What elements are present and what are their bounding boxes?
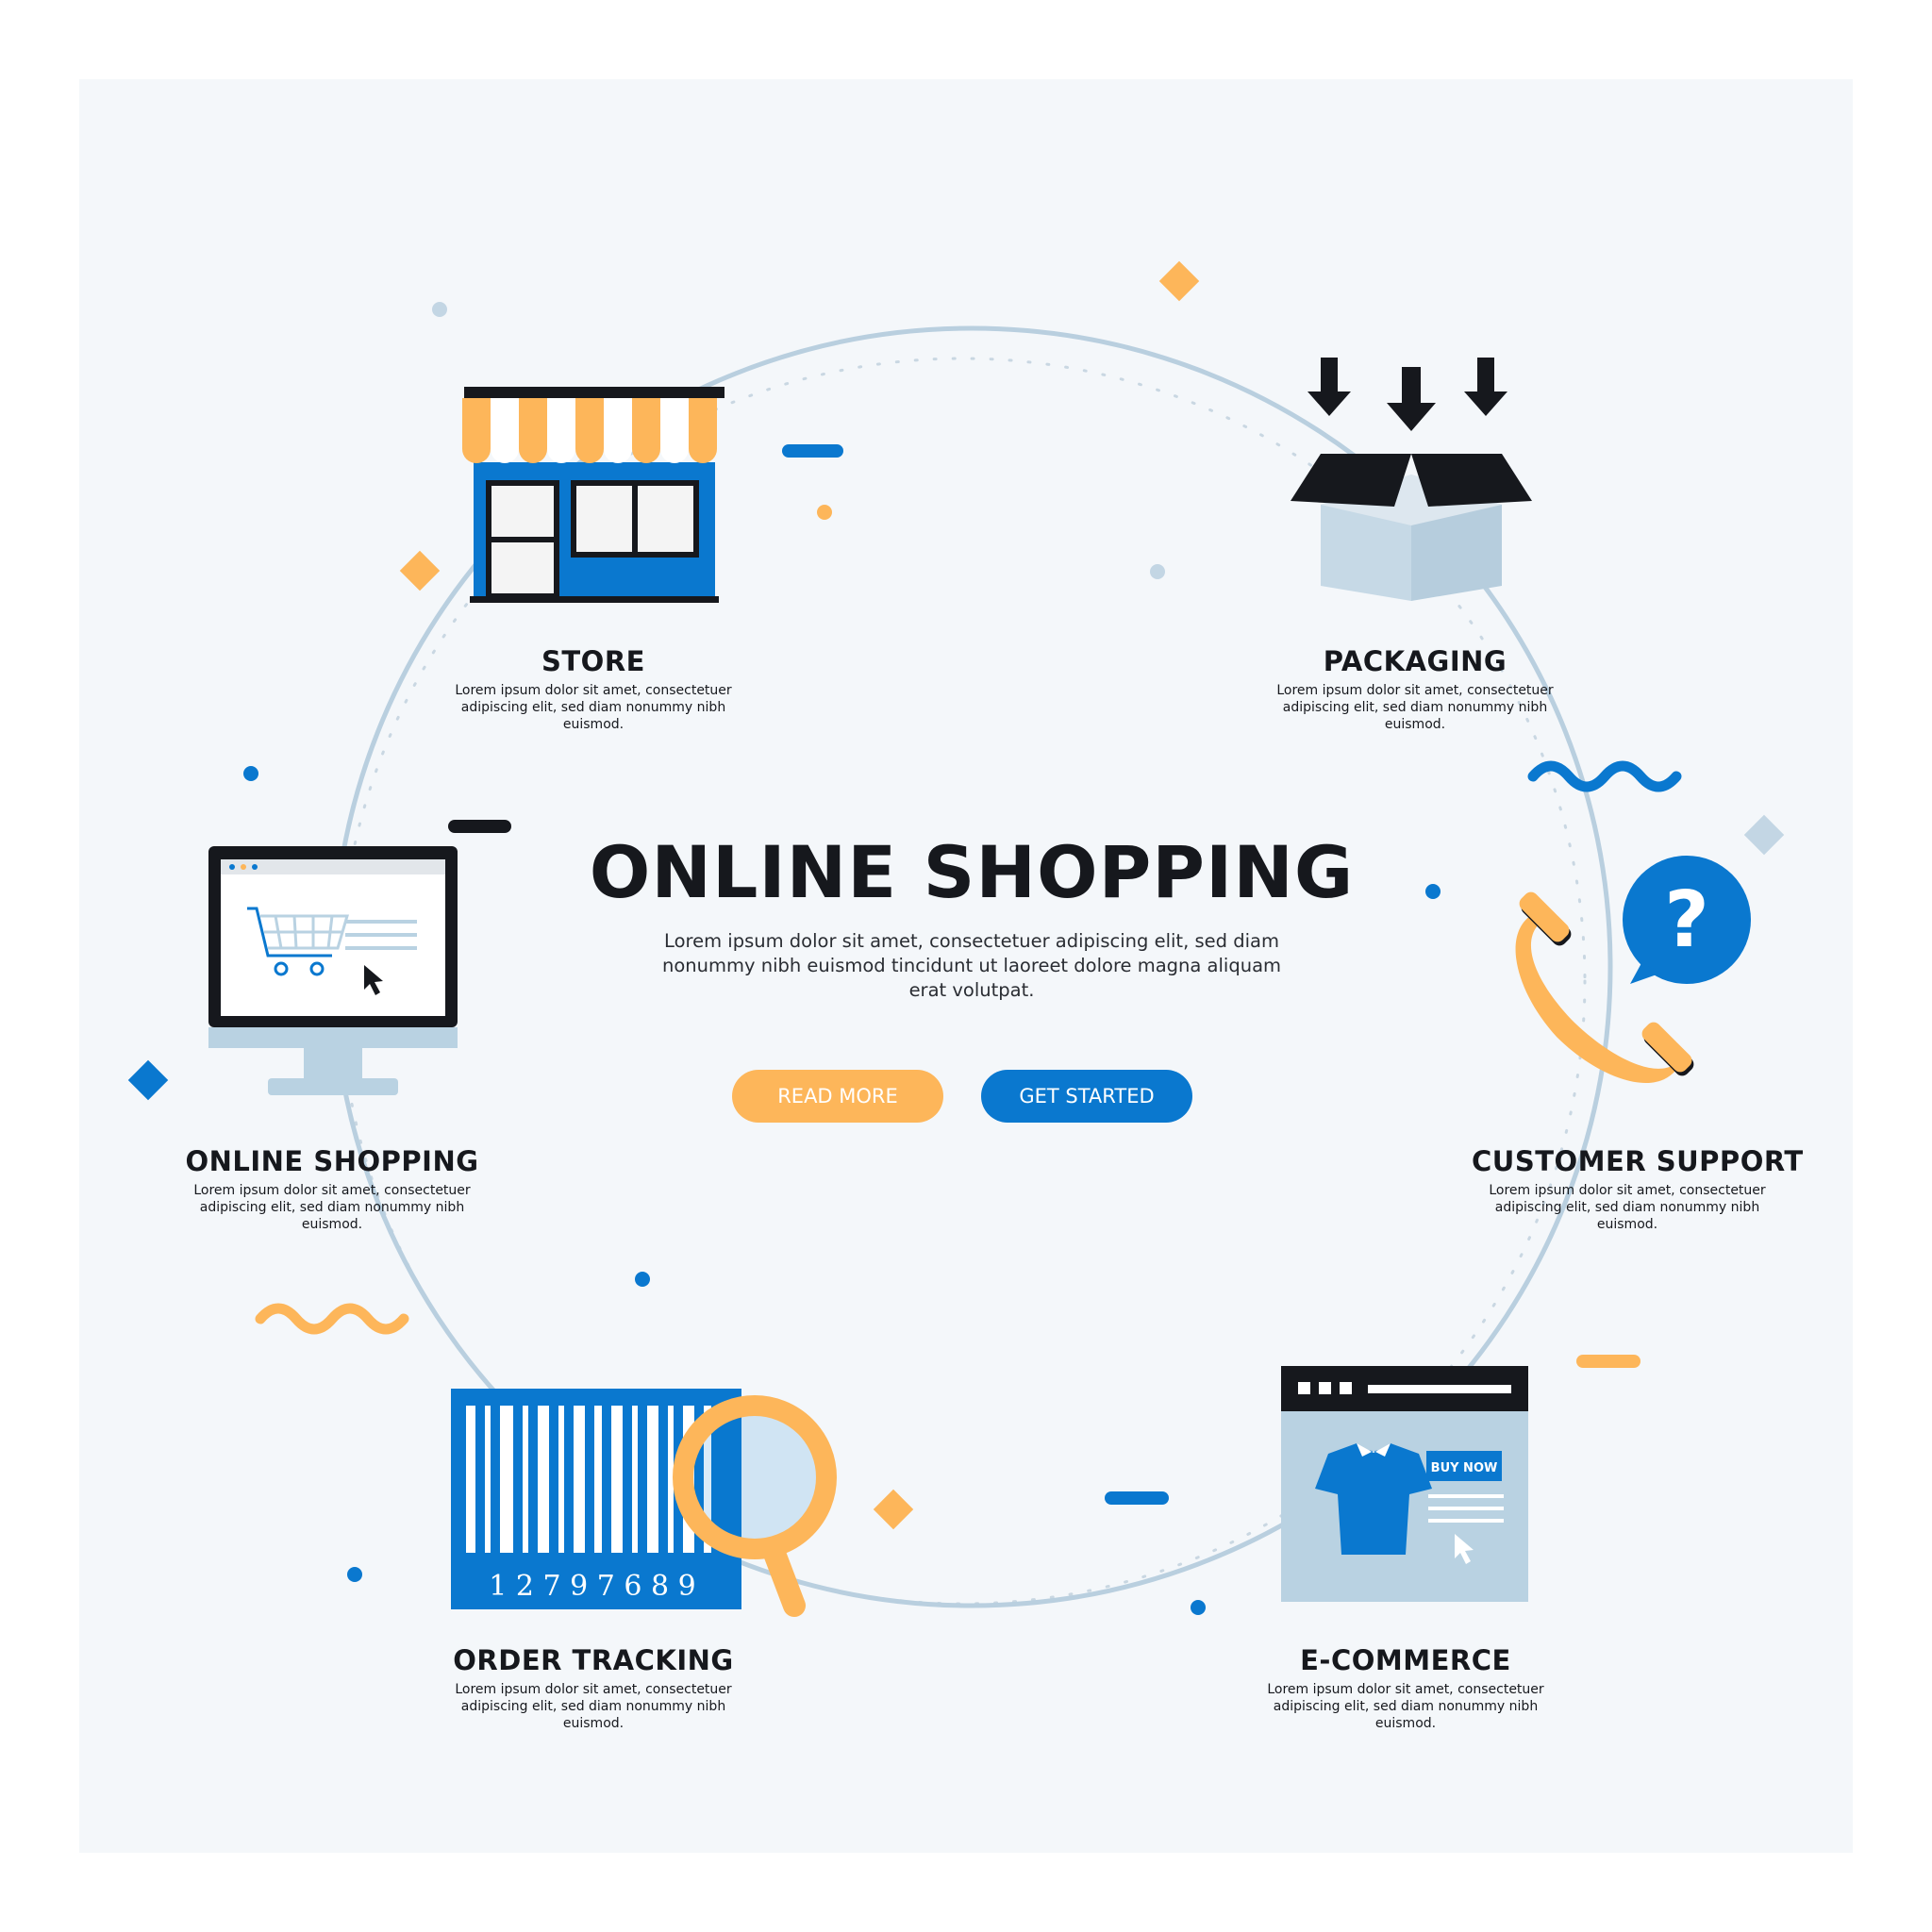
- arrow-down-icon: [1387, 367, 1436, 431]
- cursor-icon: [1455, 1534, 1474, 1564]
- magnifier-icon: [673, 1395, 837, 1617]
- question-mark: ?: [1664, 875, 1709, 965]
- page-description: Lorem ipsum dolor sit amet, consectetuer…: [661, 930, 1282, 1001]
- feature-store: STORE Lorem ipsum dolor sit amet, consec…: [438, 644, 749, 733]
- box-icon: [1291, 358, 1532, 601]
- feature-title: CUSTOMER SUPPORT: [1472, 1145, 1804, 1177]
- feature-description: Lorem ipsum dolor sit amet, consectetuer…: [1489, 1183, 1766, 1232]
- barcode-number: 1 2 7 9 7 6 8 9: [489, 1570, 695, 1603]
- dot-shape: [817, 505, 832, 520]
- dot-shape: [1191, 1600, 1206, 1615]
- feature-description: Lorem ipsum dolor sit amet, consectetuer…: [455, 1682, 732, 1731]
- dot-shape: [243, 766, 258, 781]
- speech-bubble-icon: ?: [1623, 856, 1751, 984]
- feature-title: ORDER TRACKING: [453, 1644, 734, 1676]
- dot-shape: [635, 1272, 650, 1287]
- diamond-shape: [873, 1489, 914, 1530]
- feature-packaging: PACKAGING Lorem ipsum dolor sit amet, co…: [1259, 644, 1571, 733]
- dot-shape: [432, 302, 447, 317]
- diamond-shape: [399, 550, 441, 591]
- phone-question-icon: ?: [1515, 856, 1751, 1084]
- feature-online-shopping: ONLINE SHOPPING Lorem ipsum dolor sit am…: [176, 1144, 488, 1233]
- get-started-button[interactable]: GET STARTED: [981, 1070, 1192, 1123]
- feature-order-tracking: ORDER TRACKING Lorem ipsum dolor sit ame…: [438, 1643, 749, 1732]
- page-title: ONLINE SHOPPING: [589, 830, 1355, 914]
- feature-description: Lorem ipsum dolor sit amet, consectetuer…: [193, 1183, 471, 1232]
- webpage-tshirt-icon: BUY NOW: [1281, 1366, 1528, 1602]
- arrow-down-icon: [1464, 358, 1507, 416]
- feature-description: Lorem ipsum dolor sit amet, consectetuer…: [1276, 683, 1554, 732]
- cursor-icon: [364, 965, 383, 995]
- feature-customer-support: CUSTOMER SUPPORT Lorem ipsum dolor sit a…: [1472, 1144, 1804, 1233]
- feature-description: Lorem ipsum dolor sit amet, consectetuer…: [1267, 1682, 1544, 1731]
- diamond-shape: [1743, 814, 1785, 856]
- wave-shape: [255, 1303, 409, 1335]
- diamond-shape: [127, 1059, 169, 1101]
- diamond-shape: [1158, 260, 1200, 302]
- dot-shape: [1425, 884, 1441, 899]
- phone-icon: [1515, 891, 1694, 1084]
- arrow-down-icon: [1307, 358, 1351, 416]
- buy-now-label: BUY NOW: [1431, 1461, 1498, 1475]
- barcode-magnifier-icon: 1 2 7 9 7 6 8 9: [451, 1389, 837, 1617]
- feature-title: ONLINE SHOPPING: [185, 1145, 479, 1177]
- dot-shape: [347, 1567, 362, 1582]
- tshirt-icon: [1315, 1443, 1432, 1555]
- feature-title: E-COMMERCE: [1300, 1644, 1511, 1676]
- dot-shape: [1150, 564, 1165, 579]
- store-icon: [462, 387, 724, 603]
- wave-shape: [1527, 760, 1682, 792]
- cart-icon: [247, 907, 350, 976]
- feature-title: PACKAGING: [1323, 645, 1507, 677]
- read-more-button[interactable]: READ MORE: [732, 1070, 943, 1123]
- feature-description: Lorem ipsum dolor sit amet, consectetuer…: [455, 683, 732, 732]
- feature-title: STORE: [541, 645, 645, 677]
- computer-cart-icon: [208, 846, 458, 1095]
- feature-ecommerce: E-COMMERCE Lorem ipsum dolor sit amet, c…: [1250, 1643, 1561, 1732]
- dotted-ring: [338, 357, 1587, 1606]
